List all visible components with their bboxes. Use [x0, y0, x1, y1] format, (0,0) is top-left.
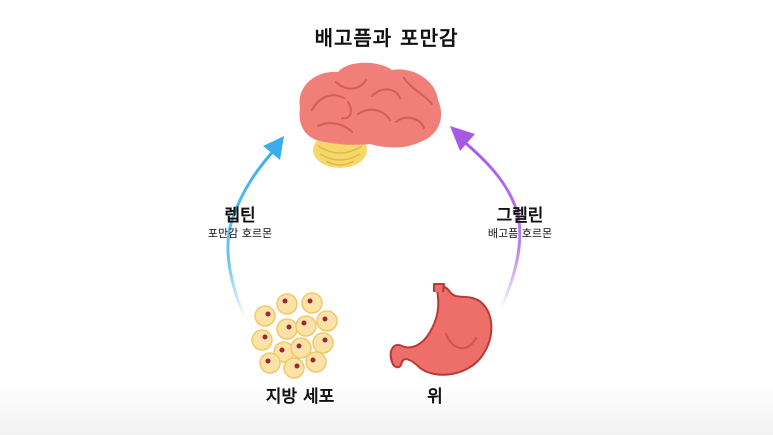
leptin-name: 렙틴	[224, 206, 256, 226]
diagram-title: 배고픔과 포만감	[314, 26, 459, 50]
fat-cells-label: 지방 세포	[265, 387, 335, 407]
leptin-description: 포만감 호르몬	[207, 227, 273, 240]
stomach-icon	[389, 283, 493, 376]
fat-cells-icon	[251, 292, 338, 379]
ghrelin-label: 그렐린 배고픔 호르몬	[460, 205, 580, 241]
brain-icon	[299, 62, 442, 168]
ghrelin-name: 그렐린	[496, 206, 544, 226]
stomach-label: 위	[427, 387, 443, 407]
ghrelin-arrow	[450, 126, 522, 312]
leptin-arrow	[226, 136, 284, 322]
leptin-label: 렙틴 포만감 호르몬	[185, 205, 295, 241]
ghrelin-description: 배고픔 호르몬	[487, 227, 553, 240]
